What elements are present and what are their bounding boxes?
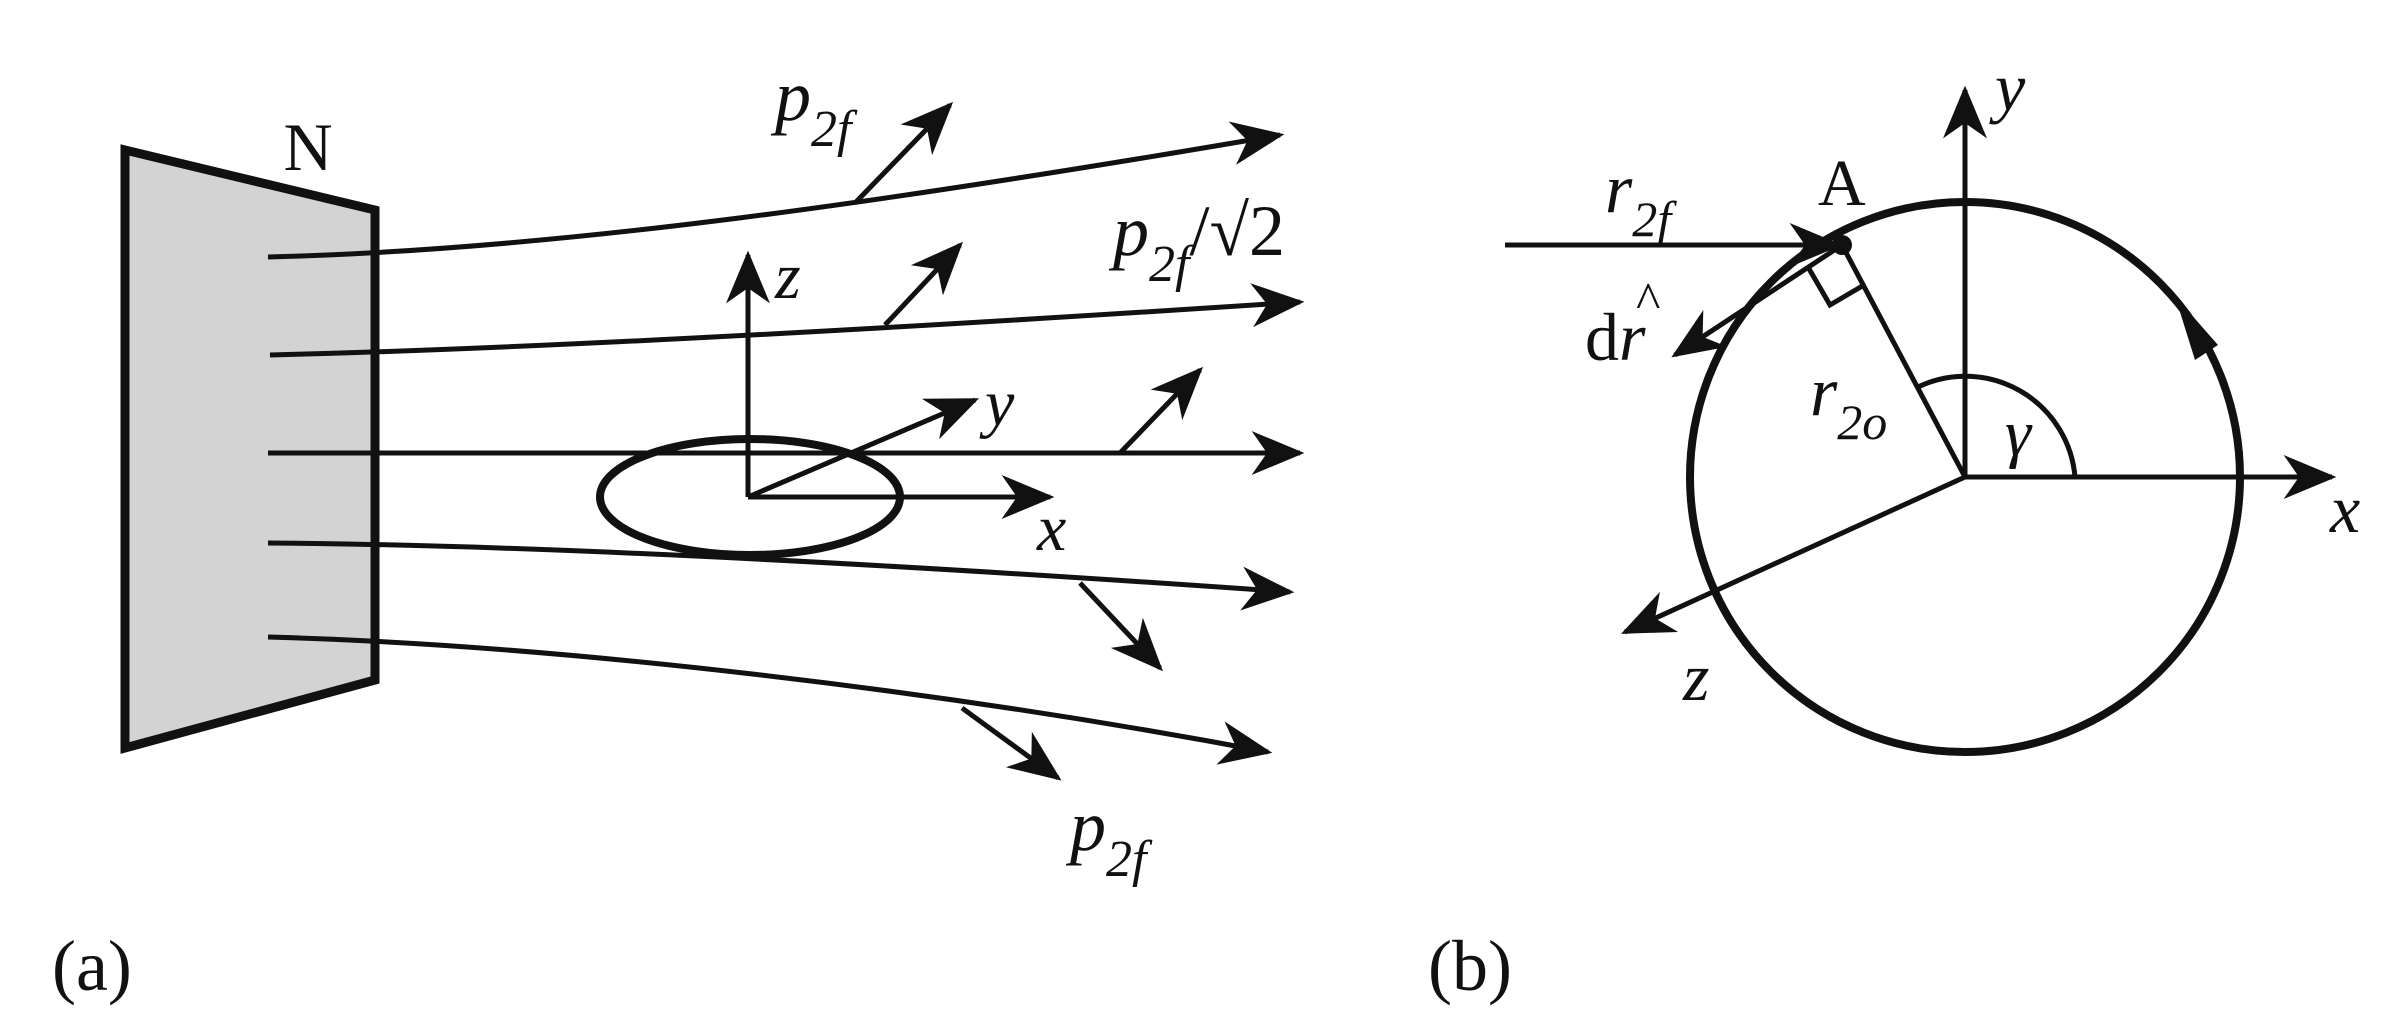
- point-a: [1832, 235, 1852, 255]
- label-dr-prefix: d: [1585, 299, 1619, 375]
- axis-label-x-a: x: [1036, 492, 1066, 565]
- magnet-pole: [120, 144, 380, 754]
- label-p2f-bottom-sub: 2f: [1106, 831, 1153, 888]
- force-vector-3: [1118, 366, 1204, 455]
- label-p2f-bottom: p2f: [1065, 786, 1153, 888]
- label-r2f-base: r: [1605, 151, 1633, 228]
- circle-direction-arrow: [2175, 296, 2218, 360]
- field-line-2: [269, 283, 1305, 358]
- field-line-1: [267, 121, 1285, 260]
- pole-label: N: [283, 109, 332, 185]
- label-p2f-bottom-base: p: [1065, 786, 1106, 866]
- label-r2o-base: r: [1810, 354, 1838, 431]
- axes-b: [1505, 85, 2337, 635]
- axis-label-z-a: z: [774, 240, 801, 313]
- label-p2f-top-base: p: [770, 56, 811, 136]
- force-vector-2: [883, 241, 964, 327]
- point-a-label: A: [1818, 147, 1866, 220]
- field-line-5: [267, 634, 1273, 765]
- force-vector-bottom: [960, 705, 1062, 781]
- label-dr-var: r: [1619, 299, 1646, 375]
- force-vector-top: [853, 101, 954, 205]
- panel-a: N z y x p2f: [52, 56, 1305, 1006]
- angle-gamma-label: γ: [2005, 397, 2033, 470]
- vector-dr: [1671, 242, 1844, 358]
- axis-label-y-a: y: [979, 367, 1015, 440]
- axis-label-z-b: z: [1682, 639, 1709, 715]
- angle-gamma-arc: [1916, 373, 2078, 478]
- label-p2f-mid: p2f/√2: [1108, 191, 1285, 293]
- axis-label-x-b: x: [2329, 471, 2360, 547]
- label-p2f-mid-sub: 2f: [1149, 236, 1196, 293]
- axes-a: [726, 250, 1055, 519]
- y-axis-a: [747, 397, 980, 500]
- caption-a: (a): [52, 926, 132, 1006]
- field-line-4: [267, 540, 1295, 611]
- label-r2o: r2o: [1810, 354, 1887, 450]
- label-dr-hat: ^: [1636, 273, 1660, 330]
- label-dr: dr: [1585, 299, 1646, 375]
- label-p2f-top: p2f: [770, 56, 858, 158]
- force-vectors: [853, 101, 1204, 781]
- axis-label-y-b: y: [1989, 49, 2026, 125]
- label-p2f-top-sub: 2f: [811, 101, 858, 158]
- field-lines: [267, 121, 1305, 765]
- label-p2f-mid-base: p: [1108, 191, 1149, 271]
- right-angle-marker: [1805, 265, 1866, 309]
- label-r2f: r2f: [1605, 151, 1677, 247]
- label-r2o-sub: 2o: [1837, 394, 1887, 450]
- z-axis-b: [1620, 474, 1967, 635]
- panel-b: A y x z γ r2f r2o dr ^ (b): [1428, 49, 2360, 1006]
- force-vector-4: [1078, 581, 1164, 672]
- label-r2f-sub: 2f: [1632, 191, 1677, 247]
- caption-b: (b): [1428, 926, 1512, 1006]
- label-p2f-mid-suffix: /√2: [1189, 191, 1285, 271]
